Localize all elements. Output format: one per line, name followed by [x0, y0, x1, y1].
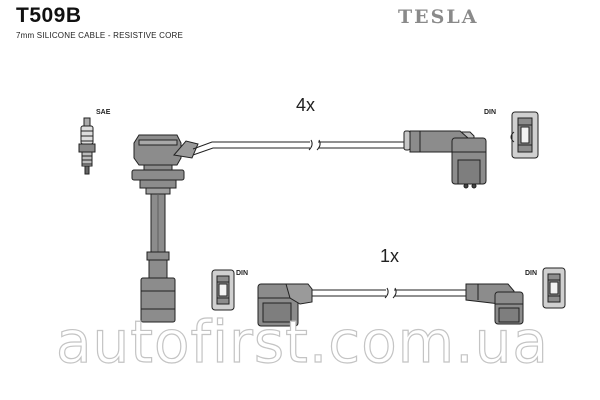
din-connector-left	[257, 283, 313, 327]
upper-cable-4x	[131, 130, 487, 323]
din-label-top: DIN	[484, 109, 497, 116]
upper-cable-quantity: 4x	[296, 95, 316, 115]
din-label-right: DIN	[525, 270, 538, 277]
spark-plug-icon	[78, 117, 96, 175]
din-connector-top	[403, 130, 487, 189]
coil-boot	[131, 134, 185, 323]
cable-spec-subtitle: 7mm SILICONE CABLE - RESISTIVE CORE	[16, 31, 184, 40]
din-terminal-icon-top	[510, 111, 539, 159]
lower-cable-1x	[257, 283, 524, 327]
din-terminal-icon-right	[542, 267, 566, 309]
lower-cable-quantity: 1x	[380, 246, 400, 266]
part-number: T509B	[16, 4, 82, 27]
brand-logo: TESLA	[398, 6, 479, 28]
watermark: autofirst.com.ua	[55, 307, 549, 376]
sae-label: SAE	[96, 109, 111, 116]
din-label-left: DIN	[236, 270, 249, 277]
din-connector-right	[465, 283, 524, 325]
din-terminal-icon-left	[211, 269, 235, 311]
